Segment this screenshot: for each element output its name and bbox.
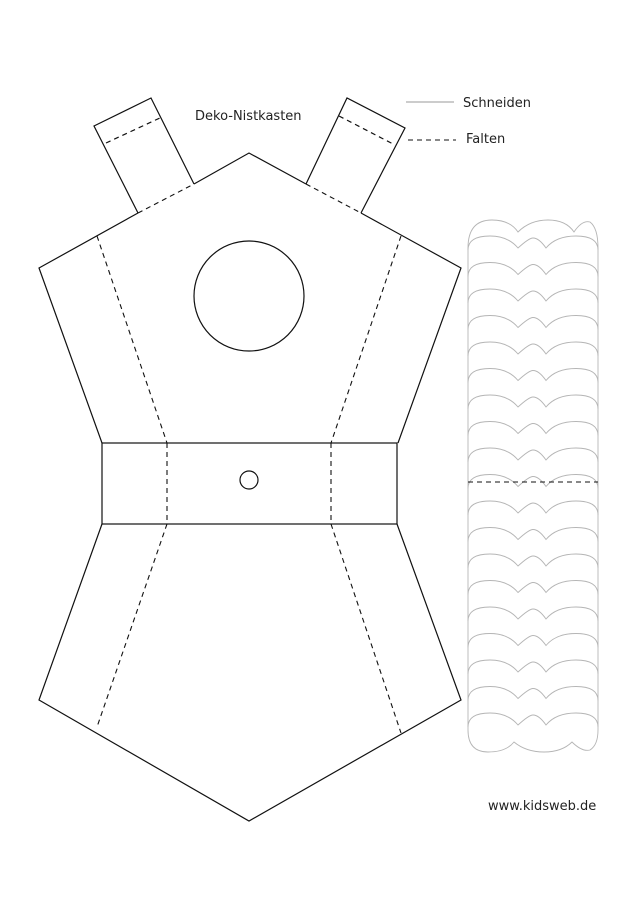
roof-scallop-row xyxy=(467,262,599,277)
roof-scallop-row xyxy=(467,606,599,622)
roof-scallop-row xyxy=(467,474,599,489)
roof-scallop-row xyxy=(467,527,599,542)
fold-right-upper-wall xyxy=(330,235,402,444)
roof-scallop-row xyxy=(467,288,599,304)
roof-scallop-row xyxy=(467,686,599,701)
roof-strip-top-arc xyxy=(467,219,599,249)
fold-lines xyxy=(96,183,402,734)
roof-scallop-row xyxy=(467,500,599,516)
fold-left-strap-base xyxy=(137,183,195,214)
fold-right-lower-wall xyxy=(330,523,402,734)
roof-scallop-row xyxy=(467,447,599,463)
roof-scallop-row xyxy=(467,712,599,728)
roof-scallop-row xyxy=(467,633,599,648)
roof-strip-bottom-arc xyxy=(467,729,599,753)
perch-hole xyxy=(239,470,259,490)
left-strap xyxy=(93,97,195,214)
roof-scallop-row xyxy=(467,580,599,595)
legend-fold-label: Falten xyxy=(466,132,506,147)
roof-scallop-row xyxy=(467,235,599,251)
roof-scallop-row xyxy=(467,368,599,383)
house-body xyxy=(38,152,462,822)
roof-scallop-row xyxy=(467,394,599,410)
fold-left-upper-wall xyxy=(96,235,168,444)
fold-right-strap-base xyxy=(305,183,362,214)
roof-scallop-row xyxy=(467,341,599,357)
website-link[interactable]: www.kidsweb.de xyxy=(488,799,597,814)
right-strap xyxy=(305,97,406,214)
entrance-hole xyxy=(193,240,305,352)
roof-scallop-row xyxy=(467,315,599,330)
roof-shingle-strip xyxy=(467,219,599,753)
fold-left-lower-wall xyxy=(96,523,168,728)
legend-cut-label: Schneiden xyxy=(463,96,531,111)
roof-scallop-row xyxy=(467,659,599,675)
roof-scallop-row xyxy=(467,421,599,436)
roof-scallop-row xyxy=(467,553,599,569)
page-title: Deko-Nistkasten xyxy=(195,109,302,124)
